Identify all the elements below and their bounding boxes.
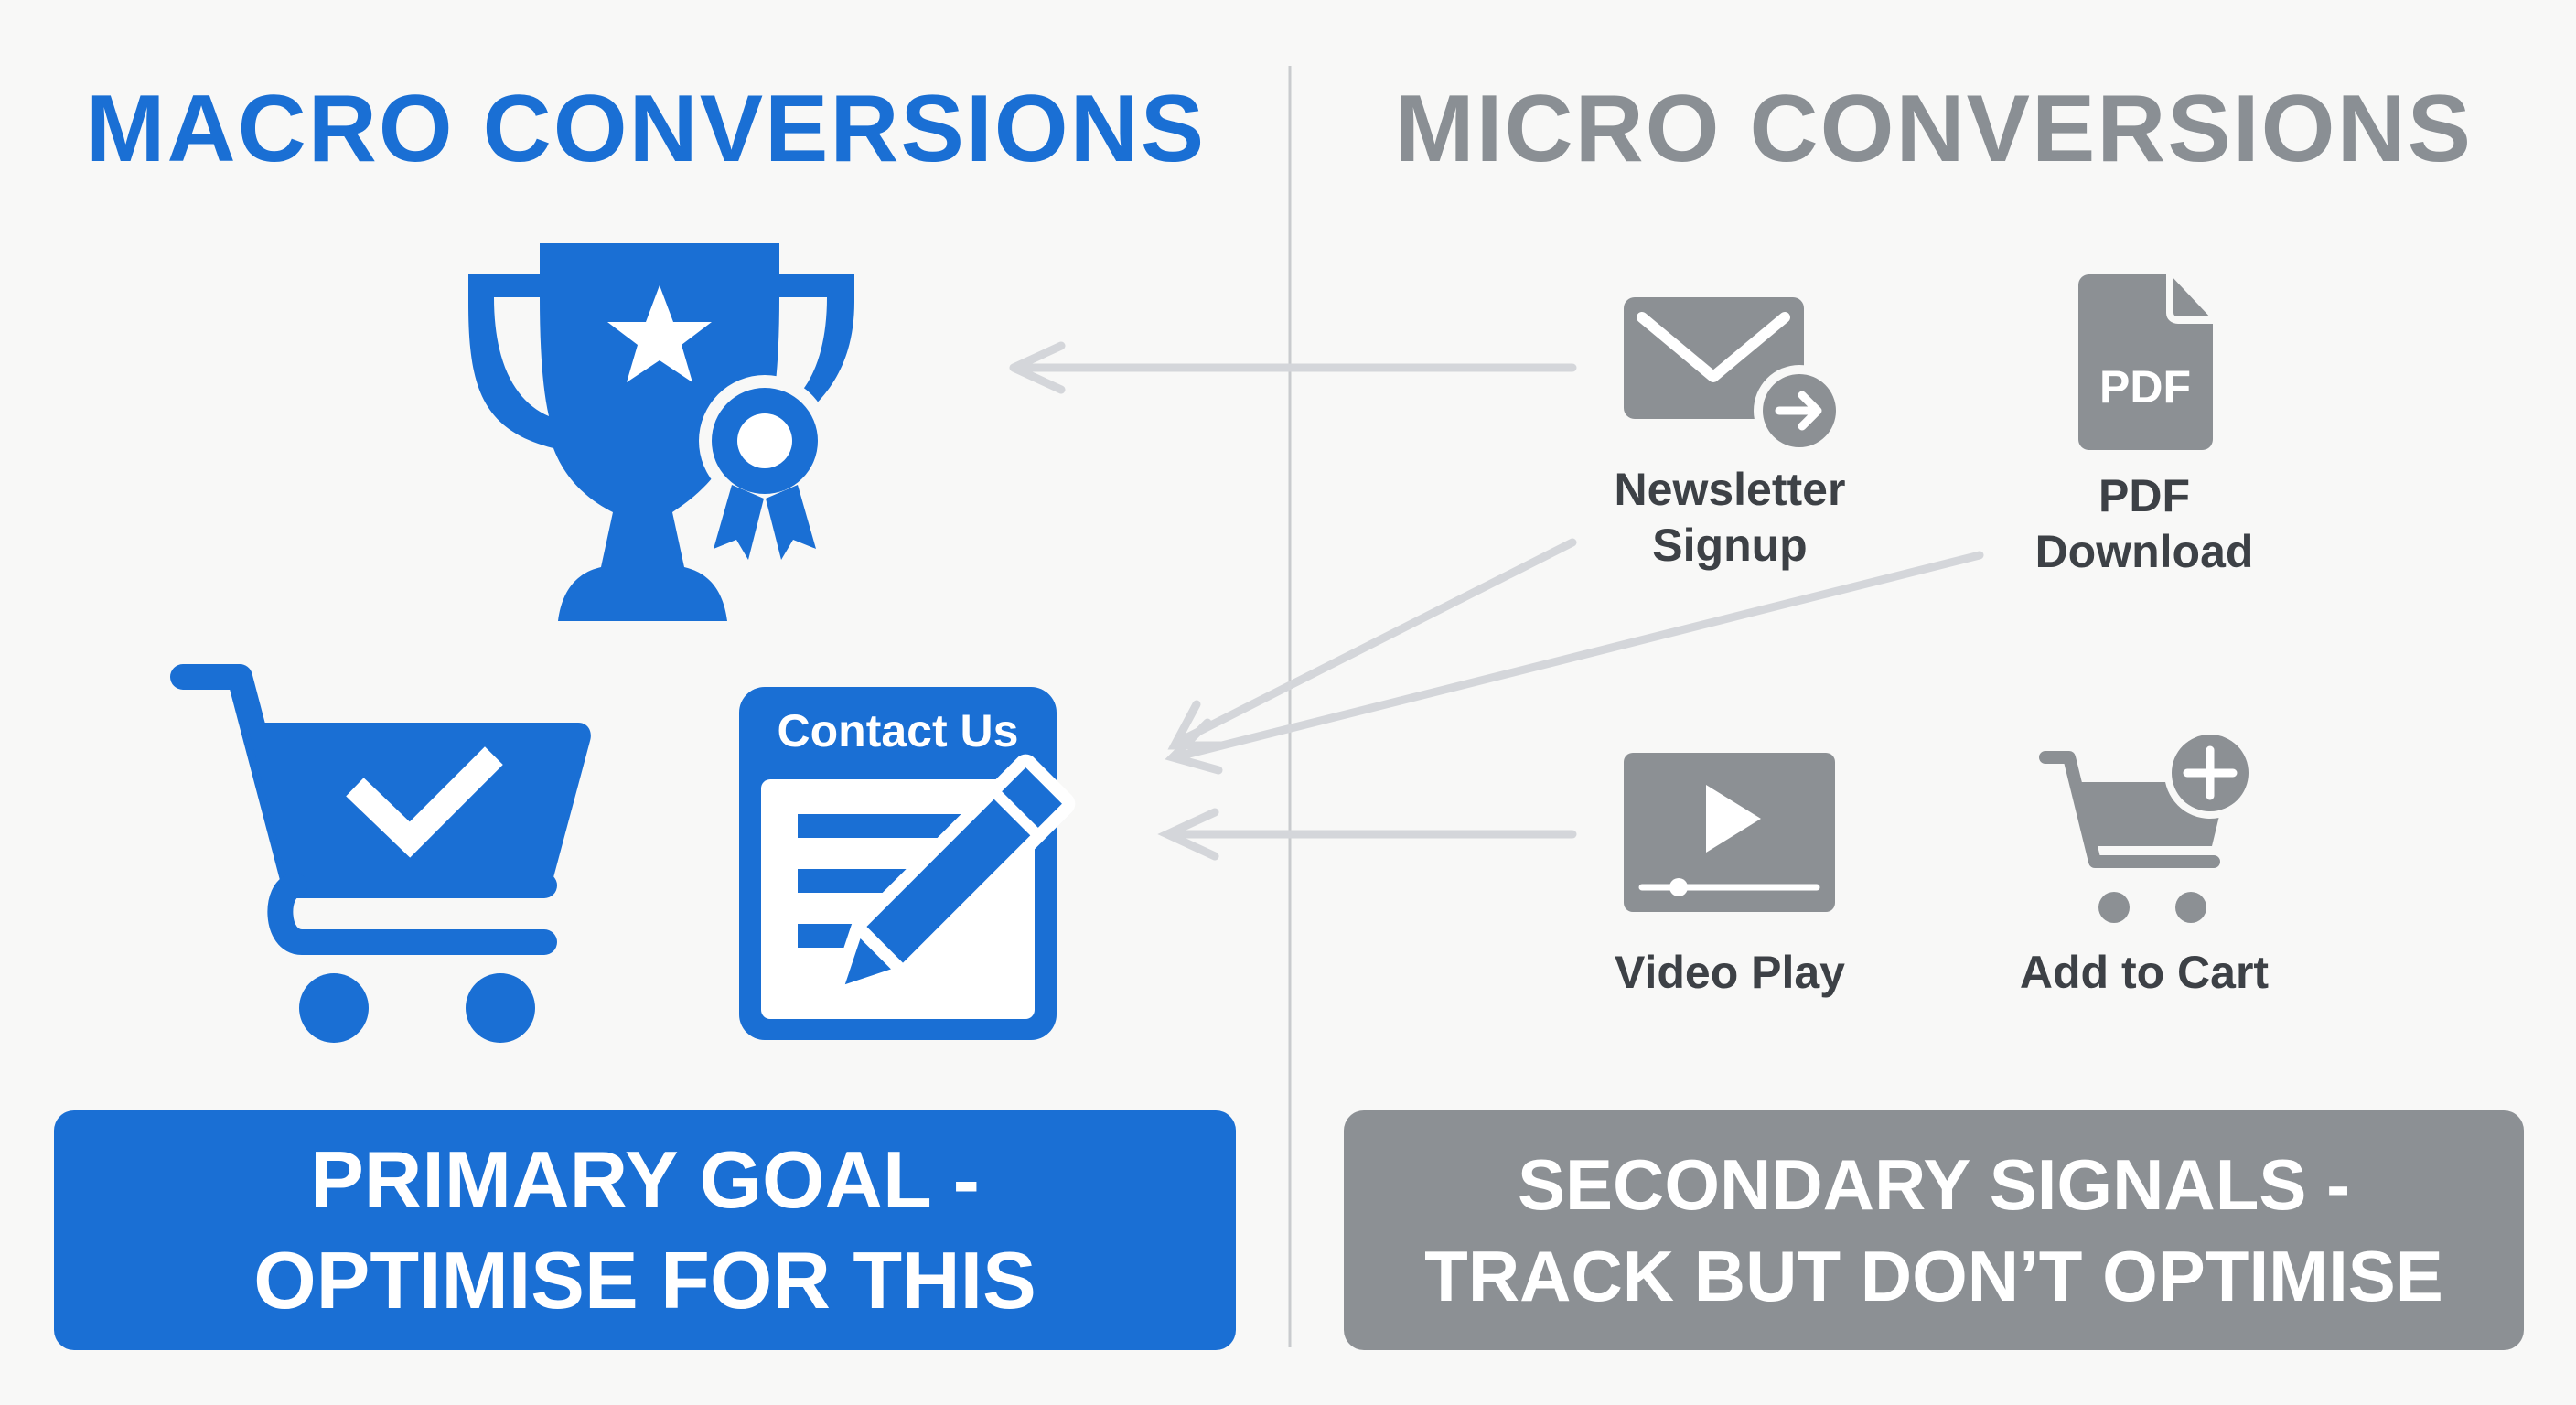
video-play-icon <box>1624 753 1835 912</box>
banner-line: SECONDARY SIGNALS - <box>1517 1144 2351 1225</box>
arrow-video-to-contact <box>1157 808 1577 861</box>
arrow-newsletter-to-contact <box>1167 538 1577 750</box>
pdf-download-label: PDF Download <box>1961 468 2327 580</box>
banner-line: OPTIMISE FOR THIS <box>253 1235 1036 1325</box>
video-play-label: Video Play <box>1615 947 1845 998</box>
arrows <box>1009 341 1984 861</box>
cart-checkout-icon <box>170 664 591 1043</box>
label-line: Download <box>2034 526 2254 577</box>
arrow-pdf-to-contact <box>1165 551 1984 775</box>
banner-line: PRIMARY GOAL - <box>310 1134 980 1225</box>
banner-line: TRACK BUT DON’T OPTIMISE <box>1424 1236 2443 1316</box>
secondary-signals-banner: SECONDARY SIGNALS - TRACK BUT DON’T OPTI… <box>1344 1110 2524 1350</box>
contact-us-label: Contact Us <box>777 705 1019 756</box>
newsletter-signup-label: Newsletter Signup <box>1547 462 1913 574</box>
cart-plus-icon <box>2039 727 2256 923</box>
pencil-icon <box>828 754 1076 1002</box>
contact-form-icon <box>739 687 1076 1040</box>
primary-goal-banner: PRIMARY GOAL - OPTIMISE FOR THIS <box>54 1110 1236 1350</box>
trophy-award-icon <box>468 243 854 621</box>
envelope-arrow-icon <box>1624 297 1845 456</box>
micro-conversions-title: MICRO CONVERSIONS <box>1394 76 2474 182</box>
label-line: Signup <box>1652 520 1808 571</box>
arrow-newsletter-to-trophy <box>1009 341 1577 394</box>
label-line: PDF <box>2098 470 2190 521</box>
add-to-cart-label: Add to Cart <box>2019 947 2270 998</box>
pdf-icon-text: PDF <box>2099 361 2191 413</box>
label-line: Newsletter <box>1614 464 1846 515</box>
macro-conversions-title: MACRO CONVERSIONS <box>85 76 1207 182</box>
pdf-file-icon: PDF <box>2078 274 2213 450</box>
